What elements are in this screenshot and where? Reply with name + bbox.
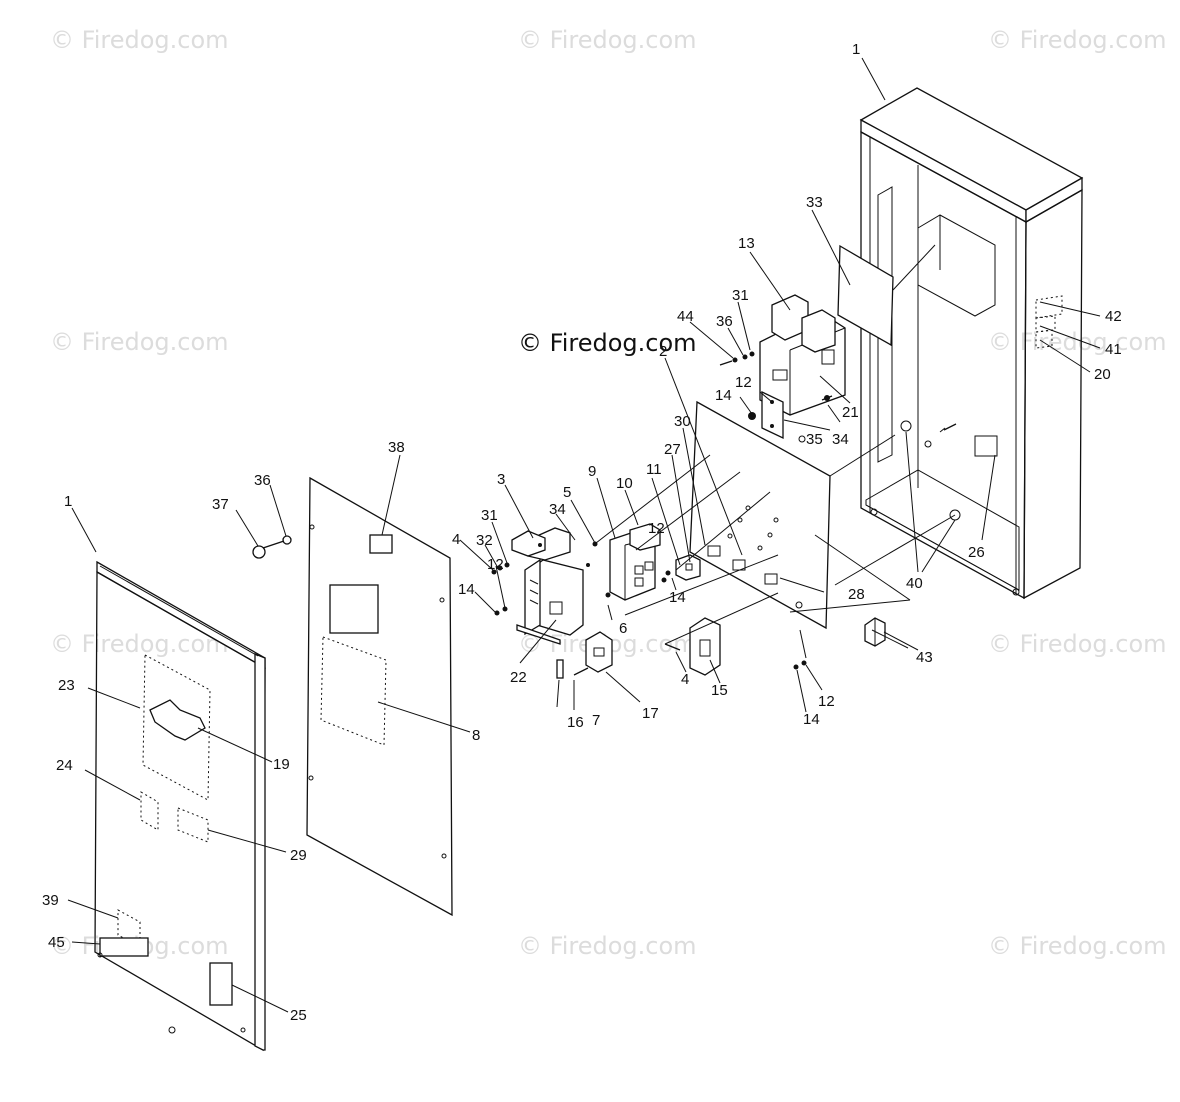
callout-13: 13: [738, 235, 755, 252]
callout-31: 31: [481, 507, 498, 524]
contactor-assembly: [759, 244, 936, 416]
bar-part-35: [748, 390, 784, 440]
callout-1: 1: [852, 41, 860, 58]
callout-35: 35: [806, 431, 823, 448]
watermark: © Firedog.com: [518, 932, 697, 960]
callout-43: 43: [916, 649, 933, 666]
callout-23: 23: [58, 677, 75, 694]
callout-4: 4: [681, 671, 689, 688]
watermark: © Firedog.com: [988, 26, 1167, 54]
callout-15: 15: [711, 682, 728, 699]
callout-28: 28: [848, 586, 865, 603]
breaker-17: [556, 631, 613, 679]
hardware-top: [719, 351, 957, 433]
watermark: © Firedog.com: [50, 328, 229, 356]
callout-12: 12: [818, 693, 835, 710]
callout-1: 1: [64, 493, 72, 510]
callout-7: 7: [592, 712, 600, 729]
callout-30: 30: [674, 413, 691, 430]
callout-12: 12: [648, 520, 665, 537]
callout-12: 12: [487, 556, 504, 573]
callout-8: 8: [472, 727, 480, 744]
callout-38: 38: [388, 439, 405, 456]
callout-24: 24: [56, 757, 73, 774]
callout-14: 14: [715, 387, 732, 404]
callout-14: 14: [669, 589, 686, 606]
callout-3: 3: [497, 471, 505, 488]
callout-9: 9: [588, 463, 596, 480]
watermark: © Firedog.com: [988, 328, 1167, 356]
callout-34: 34: [549, 501, 566, 518]
callout-39: 39: [42, 892, 59, 909]
watermark: © Firedog.com: [518, 26, 697, 54]
callout-37: 37: [212, 496, 229, 513]
watermark: © Firedog.com: [50, 630, 229, 658]
knob-37: [252, 535, 292, 559]
hardware-center: [491, 454, 807, 670]
watermark: © Firedog.com: [50, 26, 229, 54]
callout-34: 34: [832, 431, 849, 448]
watermark: © Firedog.com: [988, 932, 1167, 960]
callout-40: 40: [906, 575, 923, 592]
relay-block: [609, 523, 661, 601]
connector-15: [664, 617, 721, 676]
callout-33: 33: [806, 194, 823, 211]
callout-21: 21: [842, 404, 859, 421]
callout-10: 10: [616, 475, 633, 492]
mounting-plate: [689, 400, 956, 630]
terminal-block: [665, 554, 701, 581]
callout-45: 45: [48, 934, 65, 951]
callout-36: 36: [254, 472, 271, 489]
callout-25: 25: [290, 1007, 307, 1024]
callout-32: 32: [476, 532, 493, 549]
callout-17: 17: [642, 705, 659, 722]
front-door: [94, 560, 266, 1052]
callout-36: 36: [716, 313, 733, 330]
callout-2: 2: [659, 343, 667, 360]
enclosure-box: [859, 87, 1084, 600]
callout-22: 22: [510, 669, 527, 686]
inner-panel: [306, 476, 453, 917]
callout-26: 26: [968, 544, 985, 561]
callout-19: 19: [273, 756, 290, 773]
callout-20: 20: [1094, 366, 1111, 383]
callout-5: 5: [563, 484, 571, 501]
center-watermark: © Firedog.com: [518, 329, 697, 357]
callout-14: 14: [458, 581, 475, 598]
callout-27: 27: [664, 441, 681, 458]
callout-41: 41: [1105, 341, 1122, 358]
callout-11: 11: [646, 461, 662, 478]
leader-lines: [67, 57, 1101, 1013]
watermark: © Firedog.com: [988, 630, 1167, 658]
callout-16: 16: [567, 714, 584, 731]
callout-42: 42: [1105, 308, 1122, 325]
callouts: 1 1 33 13 31 36 44 42 41 20 21 35 34 12 …: [42, 41, 1122, 1024]
callout-29: 29: [290, 847, 307, 864]
callout-31: 31: [732, 287, 749, 304]
callout-14: 14: [803, 711, 820, 728]
callout-12: 12: [735, 374, 752, 391]
callout-4: 4: [452, 531, 460, 548]
controller-board: [511, 527, 590, 645]
callout-44: 44: [677, 308, 694, 325]
callout-6: 6: [619, 620, 627, 637]
